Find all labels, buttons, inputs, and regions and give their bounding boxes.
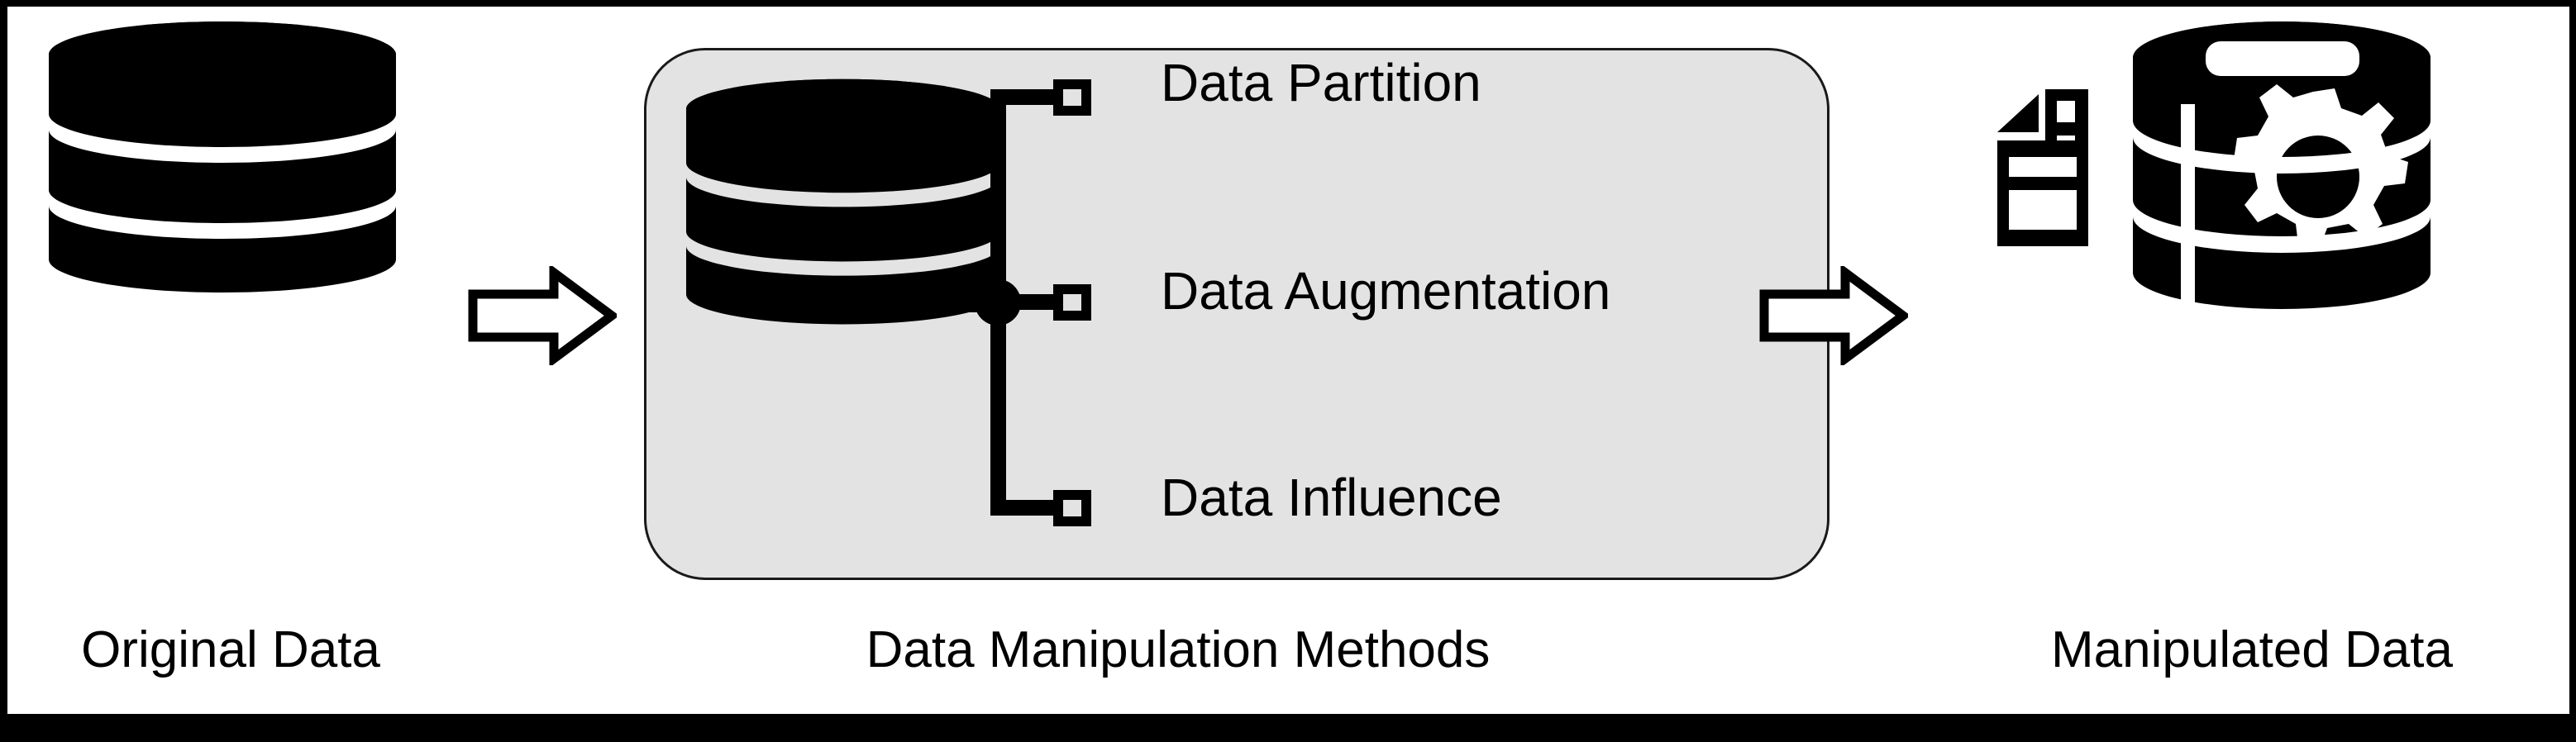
manipulated-data-panel: Manipulated Data (1934, 7, 2569, 714)
frame-border-left (0, 0, 7, 721)
manipulated-data-caption: Manipulated Data (2051, 621, 2453, 678)
block-arrow-right-icon (1759, 266, 1908, 365)
method-label-data-influence: Data Influence (1161, 468, 1502, 527)
frame-border-top (0, 0, 2576, 7)
database-cylinder-icon (686, 78, 1000, 325)
original-data-panel: Original Data (7, 7, 454, 714)
method-label-data-augmentation: Data Augmentation (1161, 261, 1611, 321)
original-data-caption: Original Data (81, 621, 380, 678)
db-top-slot (2206, 41, 2359, 76)
database-gear-document-icon (1997, 21, 2431, 309)
data-manipulation-methods-panel: Data Manipulation Methods (637, 7, 1720, 714)
block-arrow-right-icon (468, 266, 617, 365)
frame-border-right (2569, 0, 2576, 721)
frame-border-bottom (0, 714, 2576, 742)
branch-node-icon (967, 79, 1091, 526)
document-glyph (1997, 89, 2088, 246)
data-manipulation-methods-caption: Data Manipulation Methods (866, 621, 1491, 678)
database-cylinder-icon (49, 21, 396, 293)
method-label-data-partition: Data Partition (1161, 53, 1481, 112)
